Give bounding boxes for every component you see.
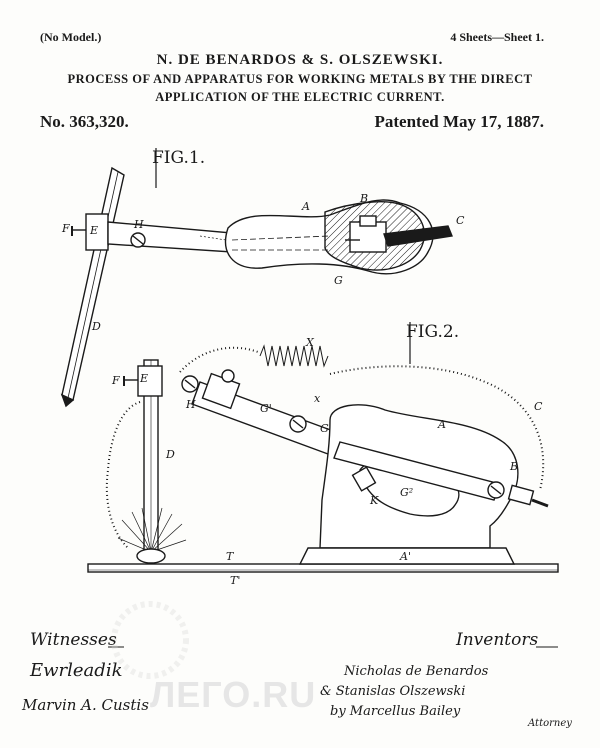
fig2-part-T: T [226, 550, 234, 563]
fig2-part-D: D [166, 448, 175, 461]
fig1-part-B: B [360, 192, 369, 205]
patent-number: No. 363,320. [40, 112, 129, 131]
witness-1-signature: Ewrleadik [30, 660, 123, 681]
fig2-frame-foot [298, 547, 516, 565]
sheet-note: 4 Sheets—Sheet 1. [450, 30, 544, 44]
fig1-part-A: A [302, 200, 310, 213]
fig1-part-D: D [92, 320, 101, 333]
fig2-beaded-wire [105, 346, 545, 549]
fig1-label: FIG.1. [152, 148, 206, 168]
fig2-part-B: B [510, 460, 519, 473]
witness-2-signature: Marvin A. Custis [22, 696, 149, 714]
fig2-part-K: K [370, 494, 379, 507]
fig2-part-A: A [438, 418, 446, 431]
fig1-part-C: C [456, 214, 465, 227]
fig2-part-E: E [140, 372, 149, 385]
fig2-part-G: G [320, 422, 329, 435]
fig2-coil [259, 344, 329, 368]
fig2-label: FIG.2. [406, 322, 460, 342]
patent-title-line1: PROCESS OF AND APPARATUS FOR WORKING MET… [67, 72, 533, 86]
fig2-part-x: x [314, 392, 321, 405]
patent-title-line2: APPLICATION OF THE ELECTRIC CURRENT. [155, 90, 445, 104]
fig1-part-G: G [334, 274, 343, 287]
watermark-text: ЛЕГО.RU [150, 674, 317, 715]
fig2-part-G-prime: G' [260, 402, 272, 415]
fig2-part-C: C [534, 400, 543, 413]
fig1-part-F: F [62, 222, 70, 235]
fig1-part-H: H [134, 218, 144, 231]
fig2-part-X: X [306, 336, 314, 349]
attorney-signature: by Marcellus Bailey [330, 704, 461, 719]
inventors-label: Inventors [456, 630, 539, 650]
fig2-part-G2: G² [400, 486, 414, 499]
witnesses-label: Witnesses [30, 630, 117, 650]
fig2-part-A-prime: A' [400, 550, 411, 563]
model-note: (No Model.) [40, 30, 102, 44]
fig1-carbon [383, 225, 453, 247]
fig2-spark-burst [117, 507, 187, 553]
patent-date: Patented May 17, 1887. [374, 112, 544, 131]
inventor-1-signature: Nicholas de Benardos [344, 664, 489, 679]
watermark-emblem [111, 601, 189, 679]
fig2-base-plate [87, 563, 559, 573]
fig2-part-T-prime: T' [230, 574, 241, 587]
fig2-carbon-holder [507, 484, 535, 506]
fig2-lever [333, 441, 501, 501]
fig2-part-H: H [186, 398, 196, 411]
inventor-2-signature: & Stanislas Olszewski [320, 684, 466, 699]
inventors-names: N. DE BENARDOS & S. OLSZEWSKI. [156, 52, 444, 68]
attorney-title: Attorney [528, 718, 572, 729]
fig1-part-E: E [90, 224, 99, 237]
fig2-part-F: F [112, 374, 120, 387]
fig1-arm [107, 221, 233, 253]
fig2-clamp [137, 365, 163, 397]
